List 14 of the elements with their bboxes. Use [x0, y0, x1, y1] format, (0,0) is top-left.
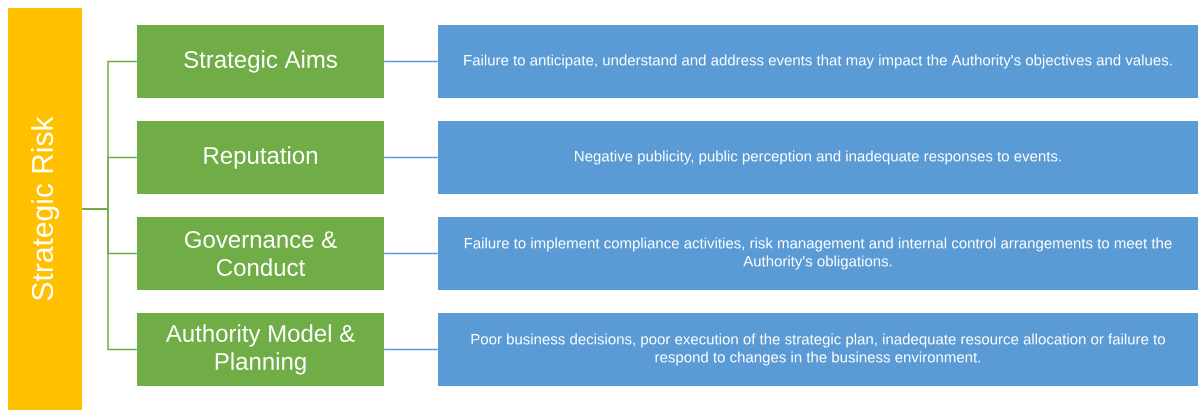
connector-line	[81, 208, 138, 351]
category-box: Governance & Conduct	[137, 217, 384, 290]
description-box: Poor business decisions, poor execution of the strategic plan, inadequate resource allocation or failure to respond to changes in the business environment.	[438, 313, 1198, 386]
category-box: Strategic Aims	[137, 25, 384, 98]
connector-line	[383, 60, 439, 63]
connector-line	[383, 252, 439, 255]
category-box: Reputation	[137, 121, 384, 194]
category-bar: Strategic Risk	[8, 8, 82, 410]
description-box: Failure to implement compliance activities, risk management and internal control arrangements to meet the Authority's obligations.	[438, 217, 1198, 290]
description-box: Negative publicity, public perception and inadequate responses to events.	[438, 121, 1198, 194]
connector-line	[383, 156, 439, 159]
category-box: Authority Model & Planning	[137, 313, 384, 386]
connector-line	[383, 348, 439, 351]
description-box: Failure to anticipate, understand and address events that may impact the Authority's objectives and values.	[438, 25, 1198, 98]
